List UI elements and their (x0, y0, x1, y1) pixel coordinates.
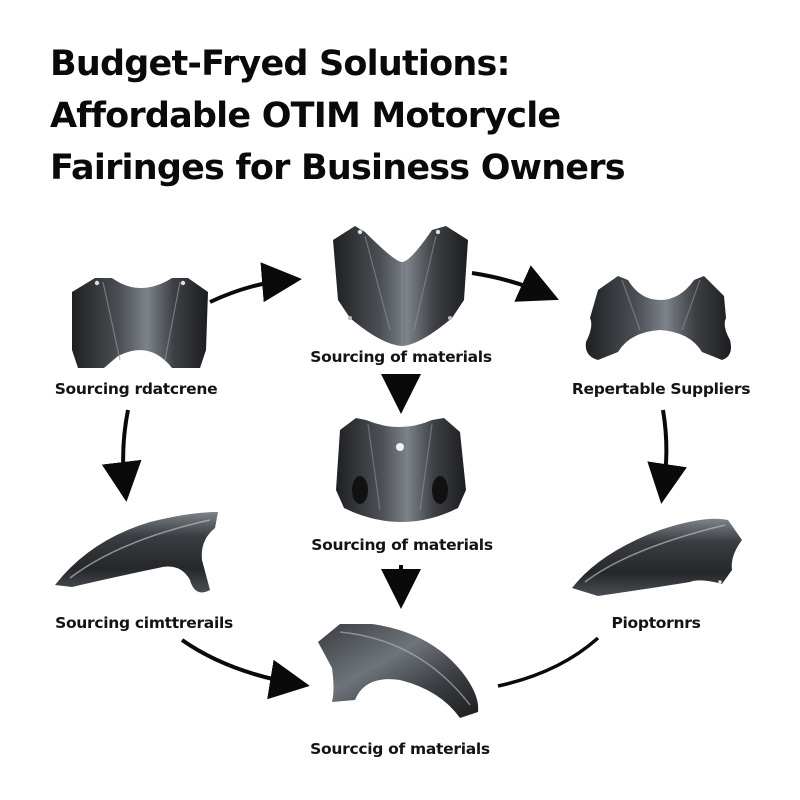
arrow-topright-to-middleright (647, 409, 687, 504)
node-label-middle-center: Sourcing of materials (311, 536, 493, 554)
node-label-top-left: Sourcing rdatcrene (54, 380, 218, 398)
arrow-topcenter-to-topright (471, 265, 559, 302)
part-front-nose-fairing (333, 226, 468, 346)
title-line-2: Affordable OTIM Motorycle (50, 96, 561, 136)
title-line-1: Budget-Fryed Solutions: (50, 44, 511, 84)
part-headlight-fairing (336, 418, 466, 522)
part-front-fender-right (572, 518, 742, 596)
title-line-3: Fairinges for Business Owners (50, 148, 626, 188)
part-upper-cowl-wide (72, 278, 208, 368)
node-label-top-right: Repertable Suppliers (571, 380, 751, 398)
part-rear-fender (318, 624, 479, 718)
arrow-topleft-to-middleleft (101, 409, 142, 502)
part-upper-cowl-curved (585, 276, 731, 360)
node-label-middle-right: Pioptornrs (611, 614, 701, 632)
diagram-title: Budget-Fryed Solutions: Affordable OTIM … (50, 38, 626, 194)
arrow-middleleft-to-bottomcenter (180, 638, 310, 700)
node-label-middle-left: Sourcing cimttrerails (55, 614, 233, 632)
node-label-bottom-center: Sourccig of materials (310, 740, 490, 758)
line-middleright-to-bottomcenter (497, 636, 600, 688)
arrow-topleft-to-topcenter (209, 262, 302, 304)
part-front-fender-left (55, 512, 218, 593)
node-label-top-center: Sourcing of materials (310, 348, 492, 366)
